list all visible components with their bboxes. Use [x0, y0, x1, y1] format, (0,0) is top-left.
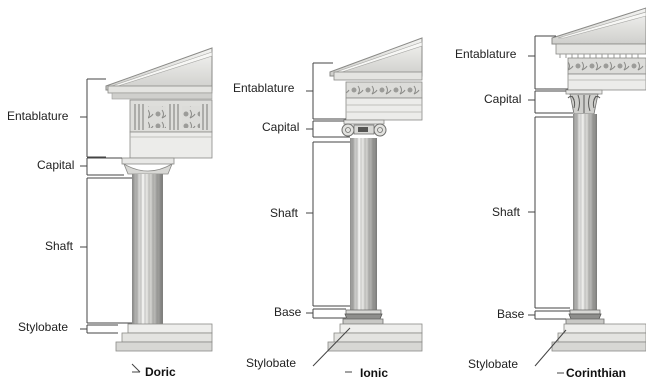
doric-step-bottom	[116, 342, 212, 351]
corinthian-step-mid	[558, 333, 646, 342]
doric-abacus	[122, 158, 174, 164]
ionic-base-torus	[346, 310, 381, 314]
doric-cornice	[108, 86, 212, 93]
corinthian-column-figure	[552, 8, 646, 351]
ionic-base-label: Base	[274, 305, 301, 319]
ionic-volute-left	[342, 124, 354, 136]
doric-architrave	[130, 132, 212, 158]
corinthian-cornice	[556, 44, 646, 54]
corinthian-order-name: Corinthian	[566, 366, 626, 380]
corinthian-stylobate-label: Stylobate	[468, 357, 518, 371]
doric-step-top	[128, 324, 212, 333]
doric-step-mid	[122, 333, 212, 342]
ionic-step-mid	[334, 333, 422, 342]
ionic-architrave	[346, 98, 422, 120]
doric-stylobate-label: Stylobate	[18, 320, 68, 334]
doric-column-figure	[106, 48, 212, 351]
doric-echinus	[124, 164, 172, 174]
ionic-stylobate-label: Stylobate	[246, 356, 296, 370]
corinthian-step-top	[564, 324, 646, 333]
corinthian-capital-label: Capital	[484, 92, 521, 106]
ionic-shaft-label: Shaft	[270, 206, 298, 220]
corinthian-entablature-label: Entablature	[455, 47, 516, 61]
doric-entablature-label: Entablature	[7, 109, 68, 123]
ionic-frieze	[346, 82, 422, 98]
ionic-step-top	[340, 324, 422, 333]
ionic-capital-label: Capital	[262, 120, 299, 134]
ionic-entablature-label: Entablature	[233, 81, 294, 95]
corinthian-shaft-label: Shaft	[492, 205, 520, 219]
corinthian-frieze	[568, 58, 646, 74]
doric-capital-label: Capital	[37, 158, 74, 172]
ionic-cornice	[334, 72, 422, 80]
ionic-step-bottom	[328, 342, 422, 351]
corinthian-step-bottom	[552, 342, 646, 351]
corinthian-architrave	[568, 74, 646, 90]
corinthian-base-torus	[570, 310, 600, 314]
corinthian-base-label: Base	[497, 307, 524, 321]
ionic-volute-right	[374, 124, 386, 136]
doric-shaft-label: Shaft	[45, 239, 73, 253]
ionic-column-figure	[328, 38, 422, 351]
doric-order-name: Doric	[145, 365, 176, 379]
ionic-order-name: Ionic	[360, 366, 388, 380]
